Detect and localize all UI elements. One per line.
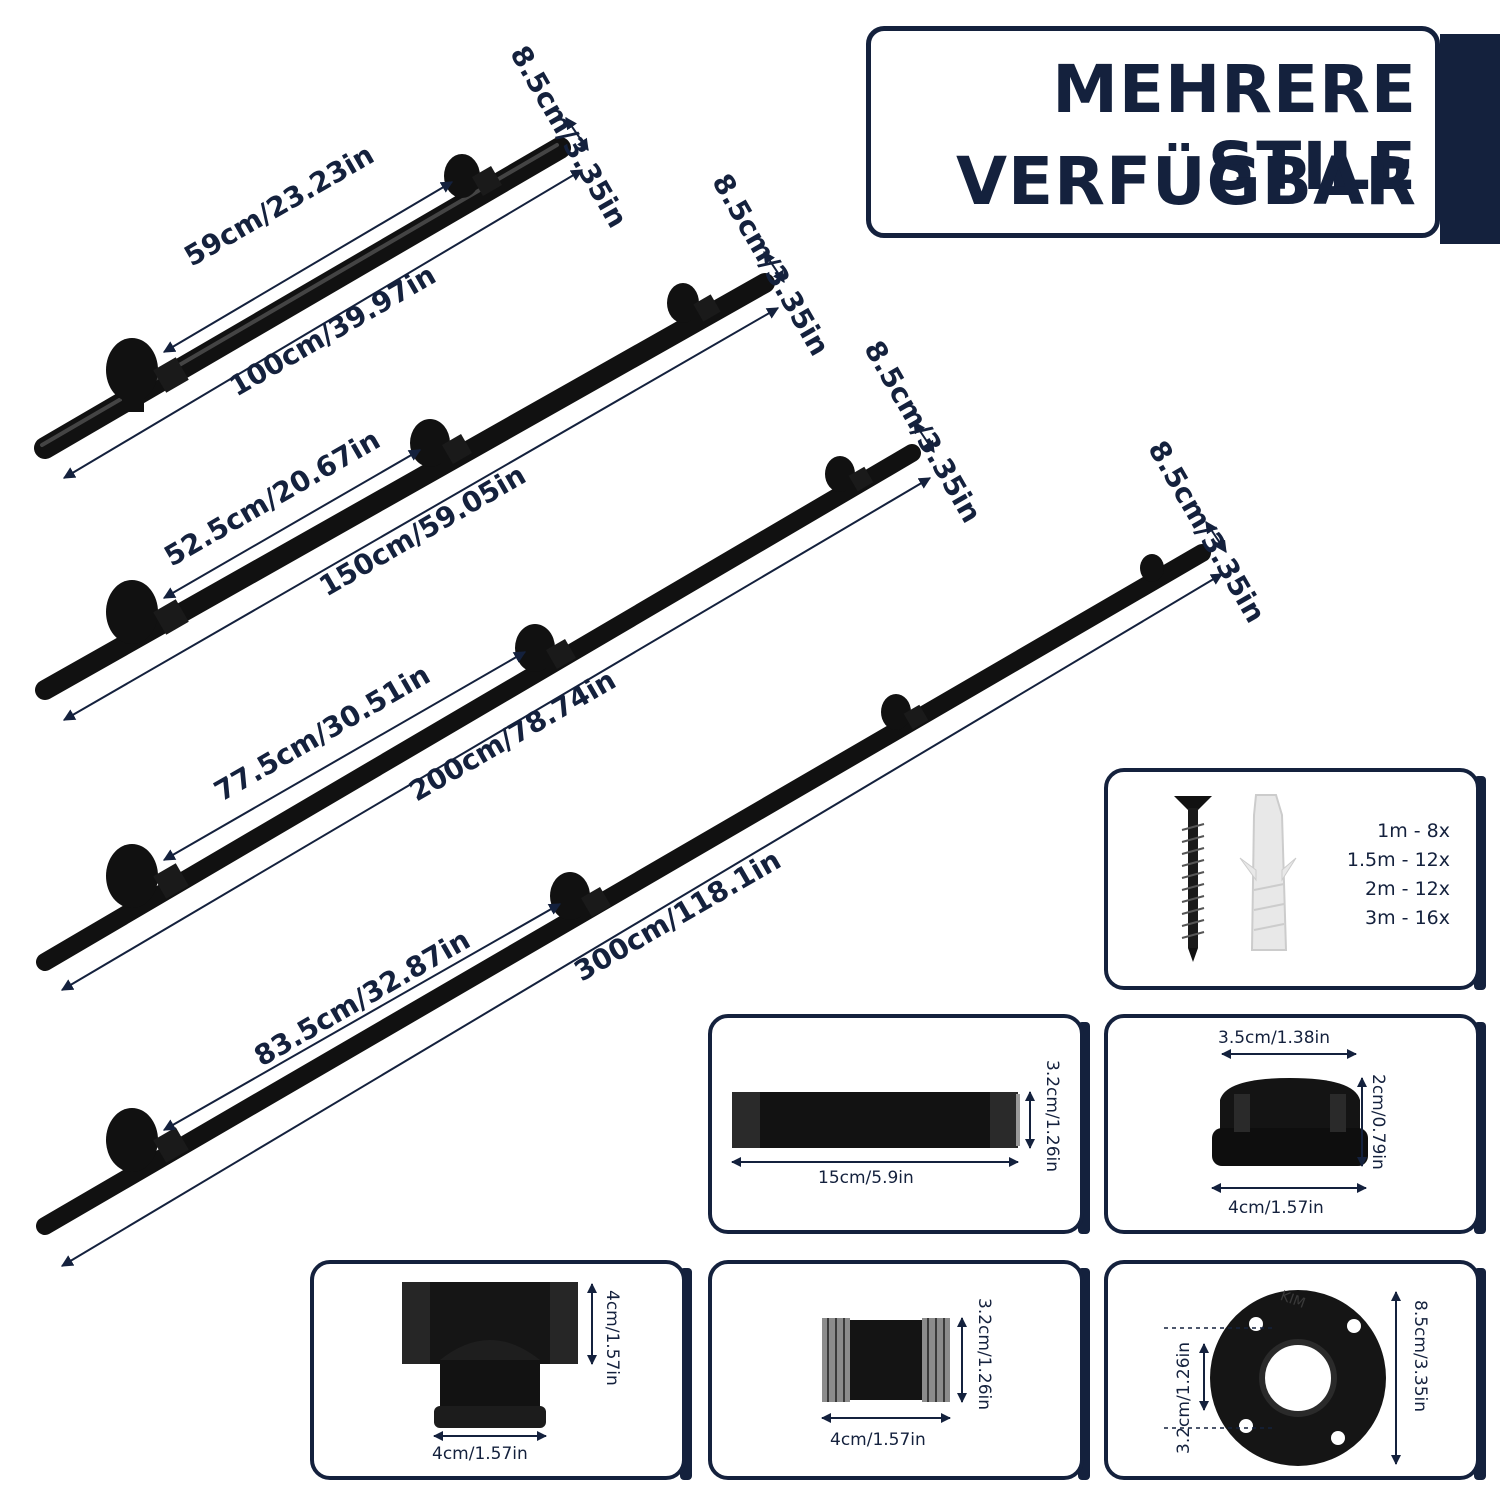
cap-bottom-label: 4cm/1.57in	[1228, 1198, 1324, 1218]
title-line-1: MEHRERE STILE	[1052, 51, 1417, 205]
rail-4-bracket-2	[550, 872, 612, 920]
title-box-shadow	[1440, 34, 1500, 244]
title-box: MEHRERE STILE VERFÜGBAR	[866, 26, 1440, 238]
rail-4-length-arrow	[60, 573, 1224, 1267]
rail-1-depth-arrow	[565, 117, 589, 151]
rail-2-depth-arrow	[763, 251, 785, 283]
screw-qty-2m: 2m - 12x	[1365, 878, 1450, 900]
screw-qty-1m: 1m - 8x	[1377, 820, 1450, 842]
cap-height-label: 2cm/0.79in	[1368, 1074, 1388, 1170]
pipe-width-label: 15cm/5.9in	[818, 1168, 914, 1188]
pipe-card	[708, 1014, 1084, 1234]
rail-2	[35, 251, 785, 721]
flange-outer-label: 8.5cm/3.35in	[1410, 1300, 1430, 1413]
nipple-width-label: 4cm/1.57in	[830, 1430, 926, 1450]
screw-qty-1-5m: 1.5m - 12x	[1346, 849, 1450, 871]
rail-4-bracket-1	[106, 1108, 189, 1172]
nipple-height-label: 3.2cm/1.26in	[974, 1298, 994, 1411]
pipe-height-label: 3.2cm/1.26in	[1042, 1060, 1062, 1173]
title-line-2: VERFÜGBAR	[955, 143, 1417, 220]
cap-top-label: 3.5cm/1.38in	[1218, 1028, 1331, 1048]
tee-width-label: 4cm/1.57in	[432, 1444, 528, 1464]
rail-4-spacing-arrow	[162, 903, 562, 1131]
rail-4-depth-arrow	[1205, 521, 1227, 553]
flange-inner-label: 3.2cm/1.26in	[1174, 1341, 1194, 1454]
rail-4-bracket-4	[1140, 554, 1164, 582]
rail-2-bracket-1	[106, 580, 189, 644]
tee-height-label: 4cm/1.57in	[602, 1290, 622, 1386]
rail-4	[36, 521, 1227, 1267]
rail-3-depth-arrow	[913, 421, 935, 453]
screw-qty-3m: 3m - 16x	[1365, 907, 1450, 929]
